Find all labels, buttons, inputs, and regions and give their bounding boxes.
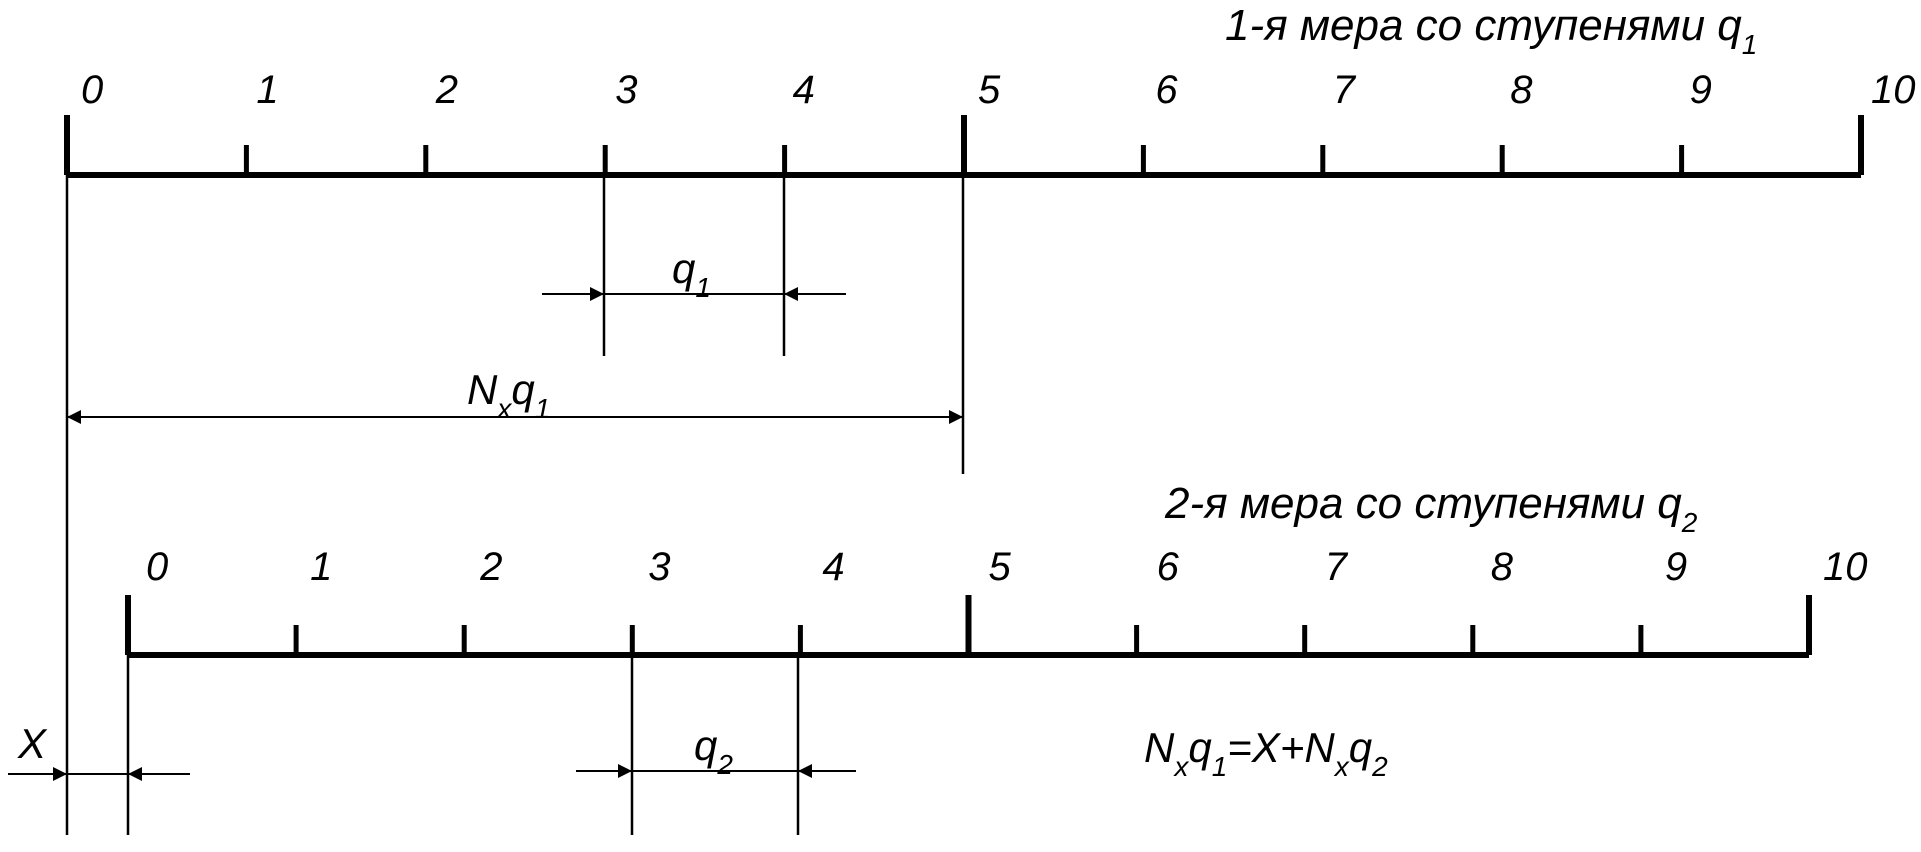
q1-label: q1 — [672, 245, 711, 303]
scale1-tick-label-10: 10 — [1871, 68, 1916, 112]
scale2-tick-label-7: 7 — [1325, 545, 1349, 589]
x-label: X — [17, 720, 48, 767]
dimension-q1: q1 — [542, 245, 846, 303]
scale1-tick-label-4: 4 — [793, 68, 815, 112]
scale2-tick-label-6: 6 — [1157, 545, 1180, 589]
scale2-tick-label-10: 10 — [1823, 545, 1868, 589]
scale1-tick-label-9: 9 — [1690, 68, 1712, 112]
dimension-x: X — [8, 720, 190, 781]
scale1-tick-label-7: 7 — [1333, 68, 1357, 112]
scale2-tick-label-0: 0 — [146, 545, 168, 589]
scale2-tick-label-2: 2 — [479, 545, 502, 589]
scale1-tick-label-5: 5 — [978, 68, 1001, 112]
scale2-ruler — [125, 595, 1812, 658]
scale2-tick-label-9: 9 — [1665, 545, 1687, 589]
scale2-tick-label-5: 5 — [989, 545, 1012, 589]
scale1-tick-labels: 0 1 2 3 4 5 6 7 8 9 10 — [81, 68, 1916, 112]
scale1-title: 1-я мера со ступенями q1 — [1225, 1, 1757, 60]
equation: Nxq1=X+Nxq2 — [1144, 724, 1388, 782]
dimension-nxq1: Nxq1 — [67, 366, 963, 424]
dimension-q2: q2 — [576, 722, 856, 780]
nxq1-label: Nxq1 — [467, 366, 550, 424]
scale2-tick-label-1: 1 — [310, 545, 332, 589]
scale2-tick-labels: 0 1 2 3 4 5 6 7 8 9 10 — [146, 545, 1868, 589]
scale1-tick-label-6: 6 — [1155, 68, 1178, 112]
scale1-tick-label-8: 8 — [1510, 68, 1533, 112]
scale2-tick-label-4: 4 — [822, 545, 844, 589]
scale1-tick-label-3: 3 — [615, 68, 637, 112]
scale1-ruler — [64, 115, 1864, 178]
scale2-tick-label-8: 8 — [1491, 545, 1514, 589]
extension-lines — [65, 175, 965, 835]
scale1-tick-label-1: 1 — [256, 68, 278, 112]
scale2-title: 2-я мера со ступенями q2 — [1164, 479, 1698, 538]
scale2-tick-label-3: 3 — [648, 545, 670, 589]
q2-label: q2 — [694, 722, 733, 780]
scale1-tick-label-0: 0 — [81, 68, 103, 112]
scale1-tick-label-2: 2 — [435, 68, 458, 112]
